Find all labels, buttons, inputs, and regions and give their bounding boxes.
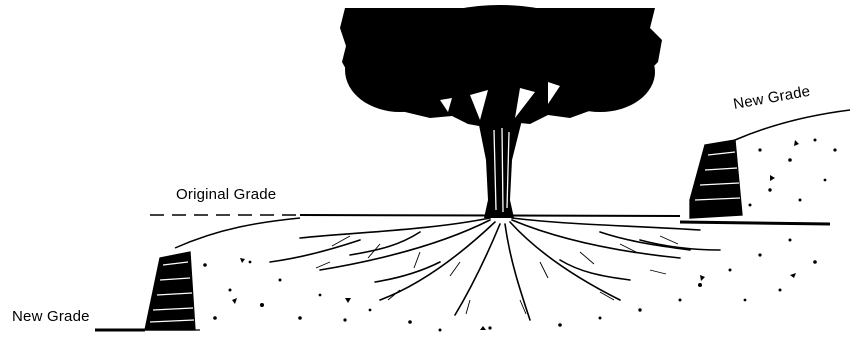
grade-lines: [95, 110, 850, 330]
original-grade-label: Original Grade: [176, 186, 276, 203]
tree-trunk: [478, 120, 522, 218]
original-grade-line: [300, 215, 680, 216]
left-retaining-wall: [145, 252, 195, 330]
tree-roots: [270, 218, 720, 320]
tree-canopy: [340, 5, 662, 128]
soil-texture: [203, 139, 836, 332]
right-retaining-wall: [690, 140, 742, 218]
right-lower-grade: [680, 222, 830, 224]
left-fill-surface: [175, 218, 300, 248]
fine-roots: [316, 236, 678, 314]
new-grade-left-label: New Grade: [12, 308, 90, 325]
